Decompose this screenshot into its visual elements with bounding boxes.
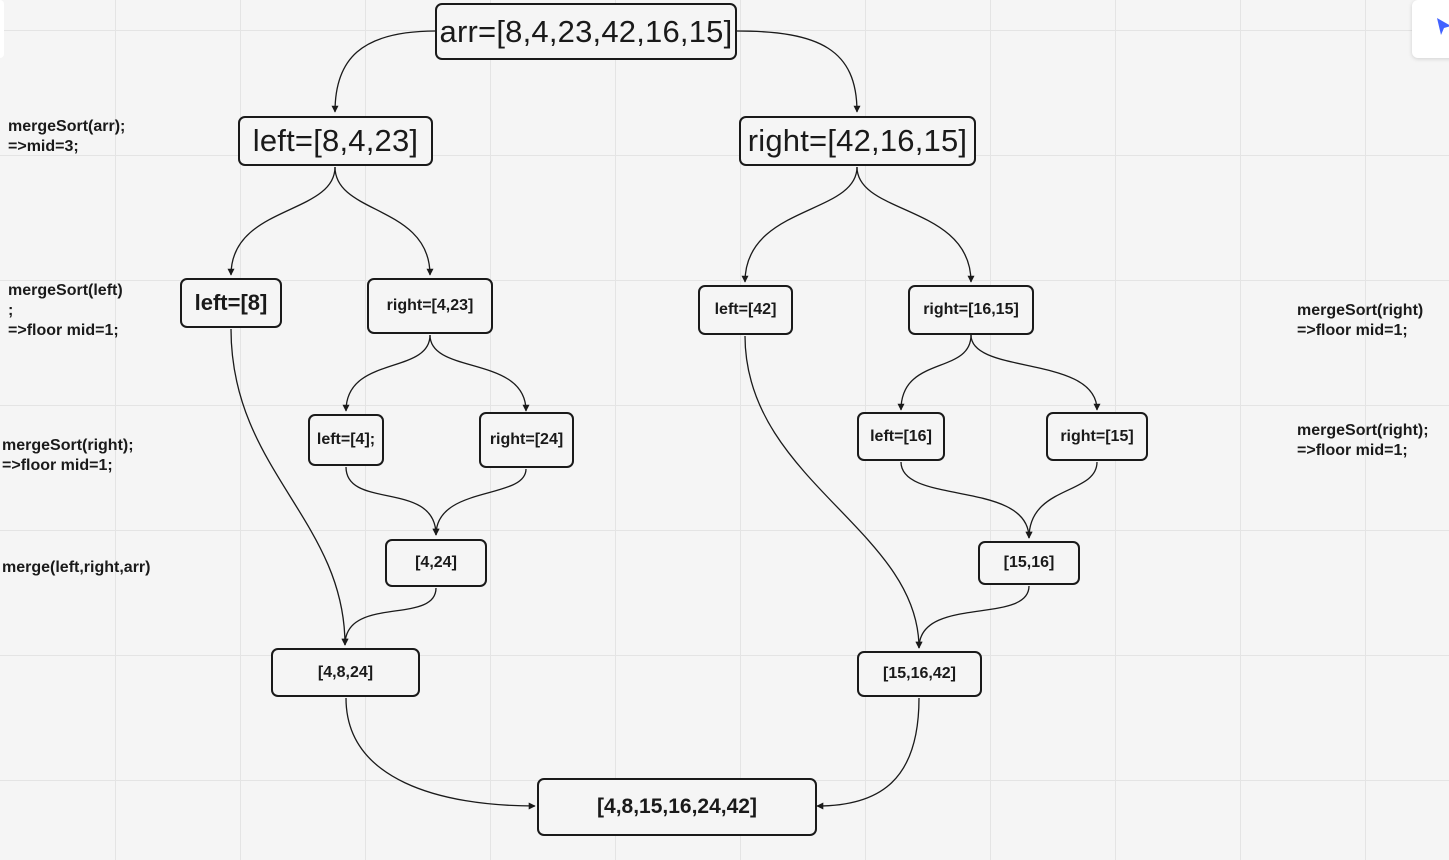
node-left-4-label: left=[4]; [316,431,376,448]
node-left-8[interactable]: left=[8] [180,278,282,328]
left-panel-edge [0,0,4,58]
edge-right2-right4 [429,334,530,412]
note-merge-sort-right-1: mergeSort(right) =>floor mid=1; [1297,302,1424,339]
node-left-4[interactable]: left=[4]; [308,414,384,466]
node-left-8-4-23[interactable]: left=[8,4,23] [238,116,433,166]
node-left-16[interactable]: left=[16] [857,412,945,461]
cursor-icon[interactable] [1435,16,1449,38]
node-right-16-15[interactable]: right=[16,15] [908,285,1034,335]
node-merge-4-8-24-label: [4,8,24] [317,663,374,681]
edge-right4-merge1 [432,468,527,536]
node-left-8-label: left=[8] [194,290,268,315]
note-merge-sort-right-left-branch: mergeSort(right); =>floor mid=1; [2,437,134,474]
node-left-8-4-23-label: left=[8,4,23] [252,123,419,158]
node-merge-4-24[interactable]: [4,24] [385,539,487,587]
edge-merge1-merge3 [341,587,437,646]
note-merge-sort-left: mergeSort(left) ; =>floor mid=1; [8,282,123,339]
node-right-42-16-15-label: right=[42,16,15] [747,123,968,158]
node-result-label: [4,8,15,16,24,42] [597,795,757,818]
node-arr[interactable]: arr=[8,4,23,42,16,15] [435,3,737,60]
edge-right3-left5 [897,334,972,411]
node-result[interactable]: [4,8,15,16,24,42] [537,778,817,836]
note-merge-sort-right-2: mergeSort(right); =>floor mid=1; [1297,422,1429,459]
node-merge-15-16-42[interactable]: [15,16,42] [857,651,982,697]
node-merge-15-16[interactable]: [15,16] [978,541,1080,585]
node-right-4-23-label: right=[4,23] [386,297,474,314]
edge-merge2-merge4 [915,585,1030,649]
edge-merge3-result [345,697,536,810]
edge-left3-merge4 [744,335,923,649]
node-left-42[interactable]: left=[42] [698,285,793,335]
edge-left5-merge2 [900,461,1033,539]
edge-right1-left3 [741,166,858,283]
note-merge-sort-arr: mergeSort(arr); =>mid=3; [8,118,126,155]
edge-arr-right1 [736,30,861,113]
node-merge-15-16-42-label: [15,16,42] [883,665,956,682]
edge-right3-right5 [970,334,1101,411]
node-right-4-23[interactable]: right=[4,23] [367,278,493,334]
node-arr-label: arr=[8,4,23,42,16,15] [439,13,733,49]
node-left-16-label: left=[16] [870,427,932,445]
edge-left1-right2 [334,166,434,276]
edge-left2-merge3 [230,328,349,646]
node-merge-4-24-label: [4,24] [415,554,457,571]
node-right-16-15-label: right=[16,15] [923,301,1019,318]
node-right-15-label: right=[15] [1060,427,1134,445]
node-right-24[interactable]: right=[24] [479,412,574,468]
edge-right5-merge2 [1025,461,1098,539]
edge-left4-merge1 [345,466,440,536]
toolbar-panel[interactable] [1412,0,1449,58]
node-merge-15-16-label: [15,16] [1003,554,1055,571]
edge-merge4-result [816,697,920,810]
node-right-42-16-15[interactable]: right=[42,16,15] [739,116,976,166]
node-right-24-label: right=[24] [489,431,564,448]
node-right-15[interactable]: right=[15] [1046,412,1148,461]
note-merge: merge(left,right,arr) [2,559,151,576]
edge-arr-left1 [331,30,437,113]
node-left-42-label: left=[42] [714,301,777,318]
edge-right1-right3 [856,166,975,283]
node-merge-4-8-24[interactable]: [4,8,24] [271,648,420,697]
edge-right2-left4 [342,334,431,412]
edge-left1-left2 [227,166,336,276]
